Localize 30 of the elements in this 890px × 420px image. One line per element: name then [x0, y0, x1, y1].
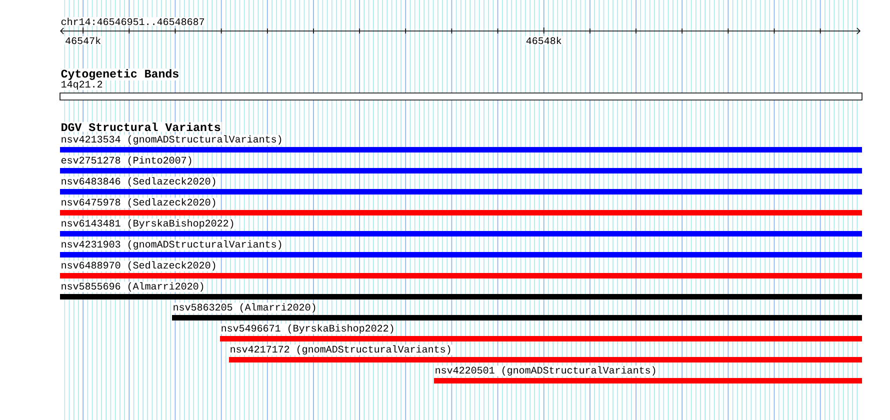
- node-label: 14q21.2: [62, 80, 102, 90]
- node-label: nsv5496671 (ByrskaBishop2022): [222, 324, 394, 334]
- variant-bar: nsv4213534 (gnomADStructuralVariants): [60, 134, 862, 152]
- node-label: esv2751278 (Pinto2007): [61, 156, 192, 166]
- variant-bar: nsv6483846 (Sedlazeck2020): [60, 176, 862, 194]
- node-label: nsv6475978 (Sedlazeck2020): [62, 198, 216, 208]
- node-label: nsv6143481 (ByrskaBishop2022): [62, 219, 234, 229]
- variant-bar: esv2751278 (Pinto2007): [60, 156, 862, 174]
- node-label: nsv5863205 (Almarri2020): [174, 303, 316, 313]
- variant-bar: nsv4220501 (gnomADStructuralVariants): [434, 366, 862, 384]
- node-label: nsv6488970 (Sedlazeck2020): [62, 261, 216, 271]
- cytoband: 14q21.2: [60, 80, 862, 100]
- node-label: nsv4217172 (gnomADStructuralVariants): [230, 345, 450, 355]
- variant-bar: nsv6488970 (Sedlazeck2020): [60, 260, 862, 278]
- position-label: chr14:46546951..46548687: [60, 17, 206, 26]
- node-label: nsv5855696 (Almarri2020): [62, 282, 204, 292]
- variant-bar: nsv5496671 (ByrskaBishop2022): [220, 324, 862, 342]
- variant-bar: nsv4231903 (gnomADStructuralVariants): [60, 240, 862, 258]
- node-label: nsv6483846 (Sedlazeck2020): [62, 177, 216, 187]
- variant-bar: nsv4217172 (gnomADStructuralVariants): [229, 344, 862, 362]
- variant-bar: nsv6143481 (ByrskaBishop2022): [60, 218, 862, 236]
- tick-label: 46547k: [64, 36, 102, 45]
- variant-bar: nsv6475978 (Sedlazeck2020): [60, 198, 862, 216]
- track-title: DGV Structural Variants: [60, 122, 222, 132]
- node-label: nsv4213534 (gnomADStructuralVariants): [62, 135, 282, 145]
- variant-bar: nsv5855696 (Almarri2020): [60, 282, 862, 300]
- node-label: nsv4231903 (gnomADStructuralVariants): [62, 240, 282, 250]
- variant-bar: nsv5863205 (Almarri2020): [172, 302, 862, 320]
- node-label: nsv4220501 (gnomADStructuralVariants): [436, 366, 656, 376]
- tick-label: 46548k: [525, 36, 562, 45]
